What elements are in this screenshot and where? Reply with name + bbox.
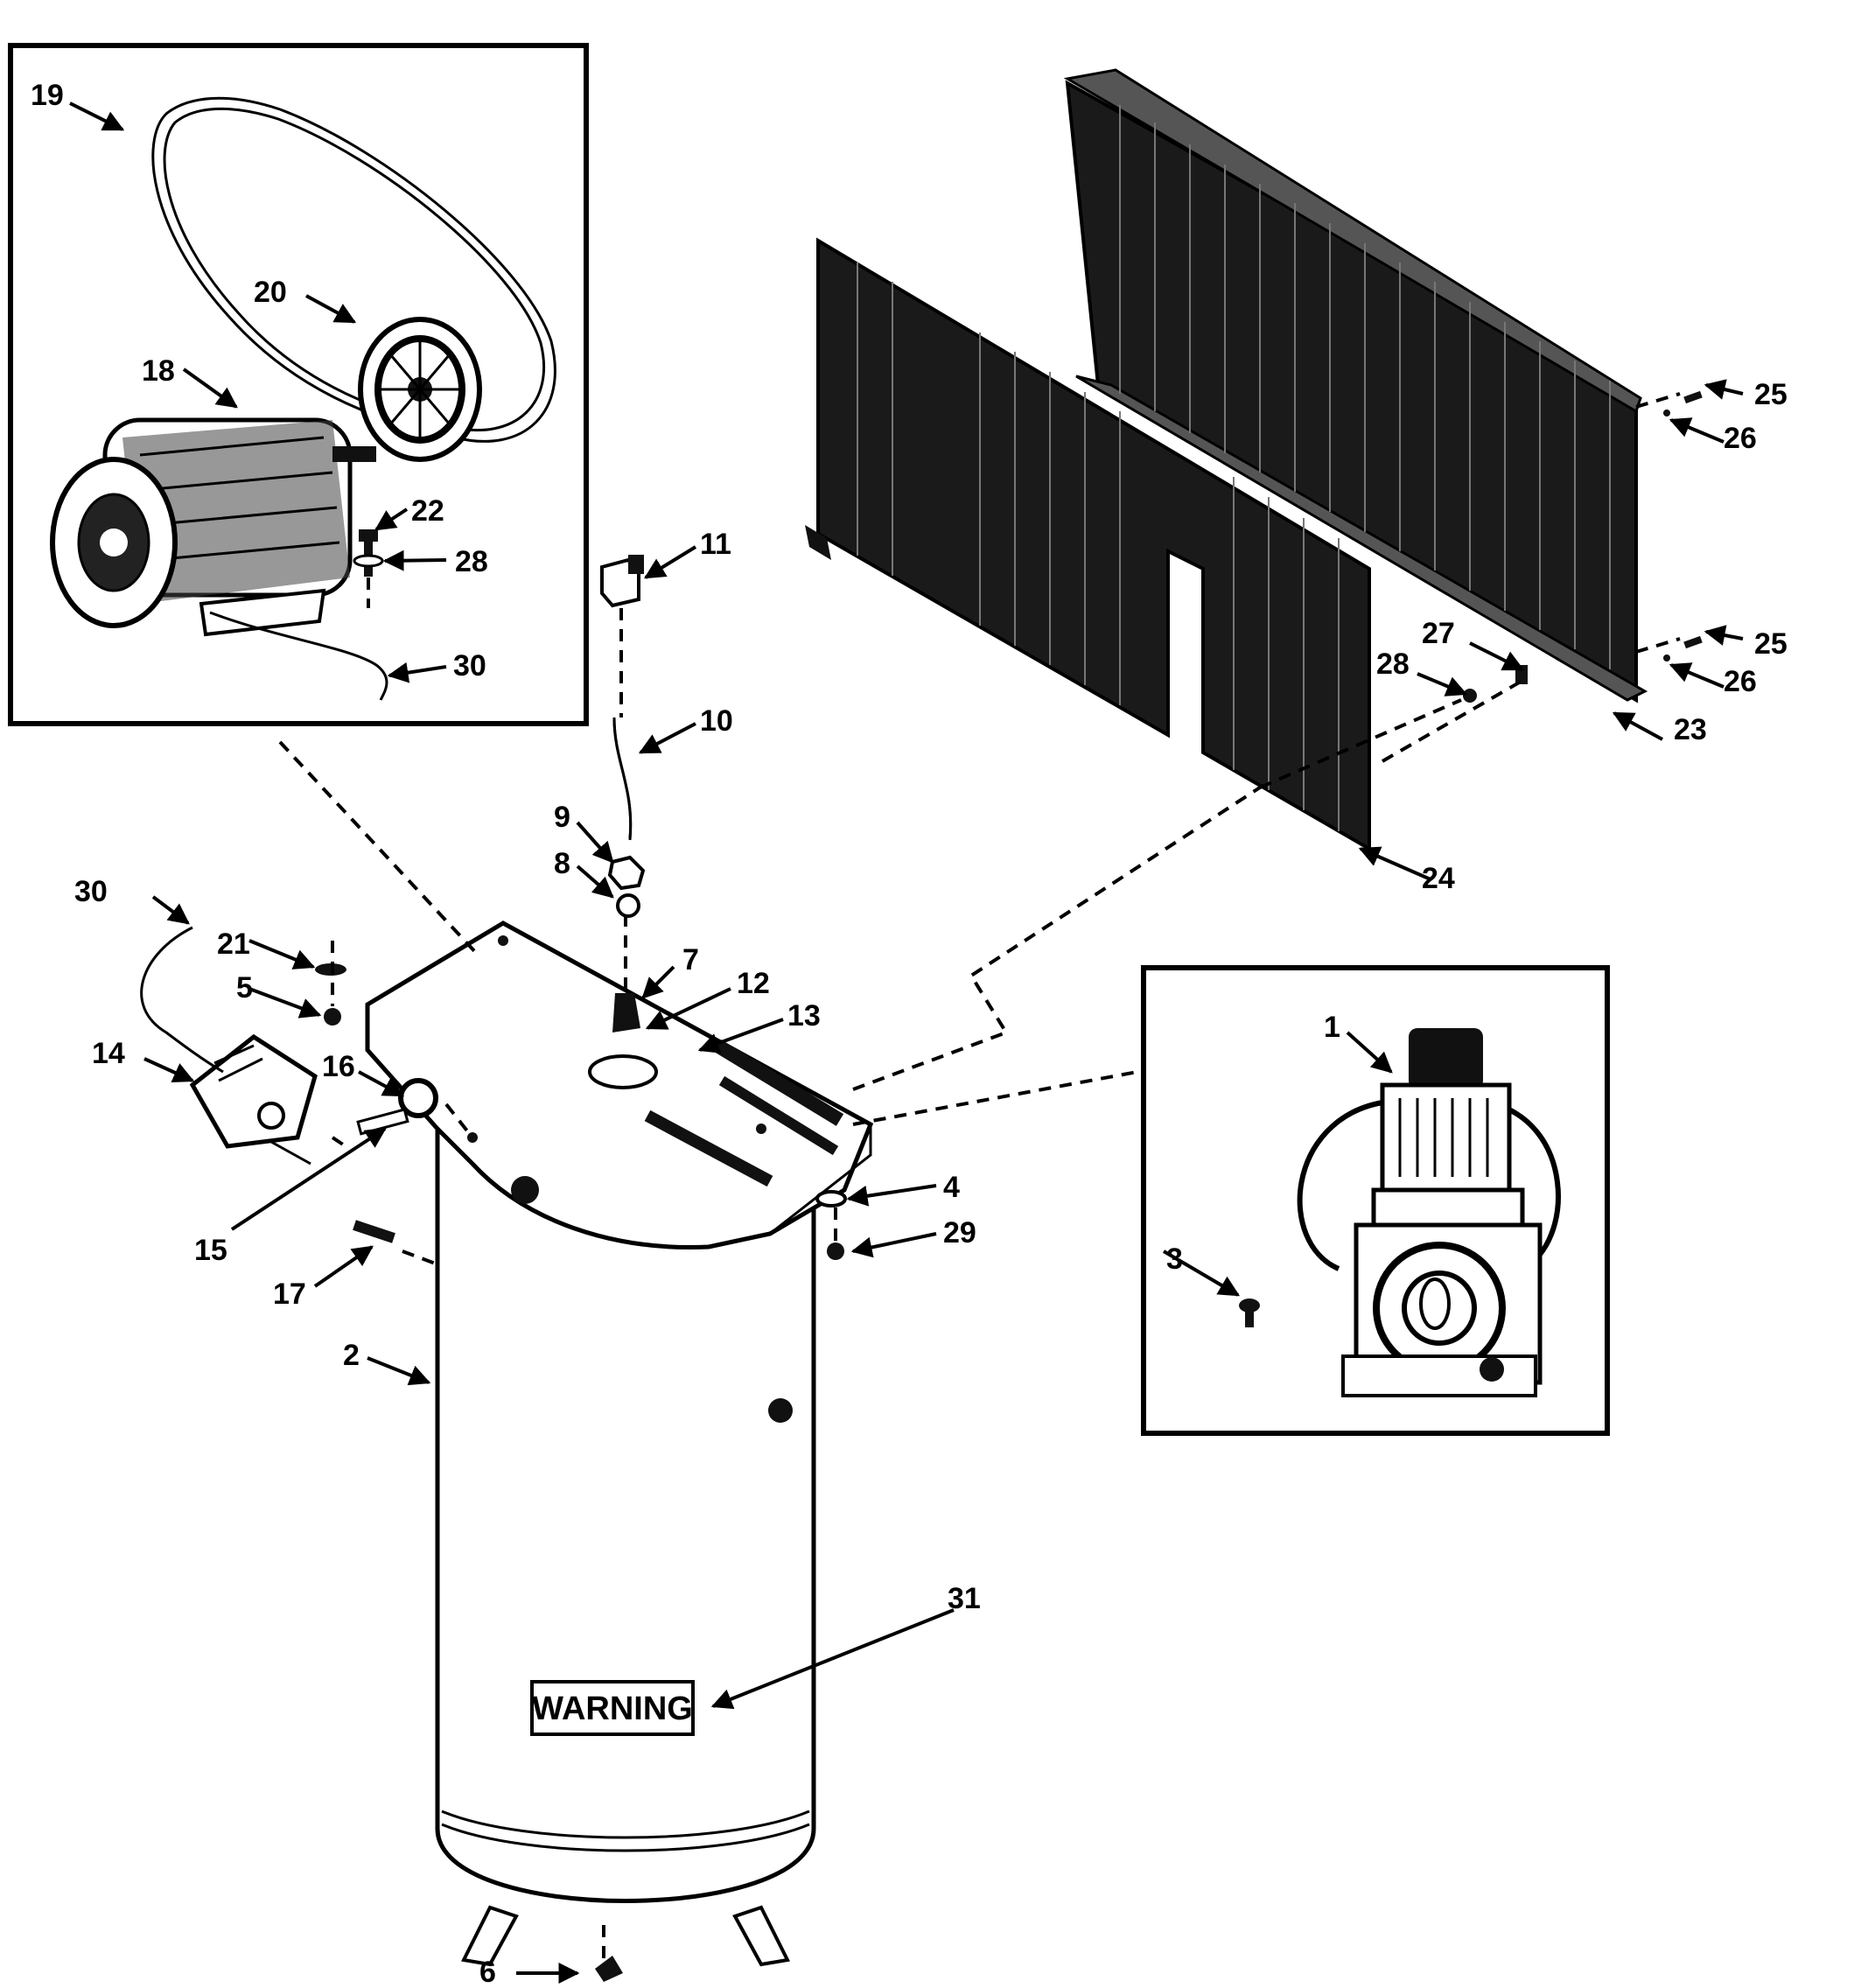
pump-inset-panel [1141,965,1610,1436]
label-29: 29 [943,1216,976,1250]
label-24: 24 [1422,862,1455,895]
label-12: 12 [737,967,770,1000]
guard-window [919,666,967,749]
label-8: 8 [554,847,570,880]
label-1: 1 [1324,1011,1340,1044]
label-26-top: 26 [1724,422,1757,455]
drive-belt [151,96,556,443]
label-6: 6 [479,1956,496,1988]
label-13: 13 [787,999,821,1032]
small-parts [140,390,1703,1982]
label-4: 4 [943,1171,960,1204]
label-28-guard: 28 [1376,648,1410,681]
label-23: 23 [1674,713,1707,746]
electric-motor [50,417,388,701]
warning-decal-text: WARNING [532,1690,693,1727]
label-30-tank: 30 [74,875,108,908]
assembly-lines [278,392,1681,1960]
pulley [358,317,482,462]
label-16: 16 [322,1050,355,1083]
label-28-motor: 28 [455,545,488,578]
label-22: 22 [411,494,444,528]
label-5: 5 [236,971,253,1004]
belt-guard [805,68,1648,852]
leader-arrows [69,102,1744,1984]
label-11: 11 [700,528,731,561]
label-9: 9 [554,801,570,834]
label-2: 2 [343,1339,360,1372]
motor-inset-panel [8,43,589,726]
motor-cord [209,611,388,701]
label-30-motor: 30 [453,649,486,682]
label-26-bottom: 26 [1724,665,1757,698]
label-10: 10 [700,704,733,738]
label-25-bottom: 25 [1754,627,1788,661]
label-17: 17 [273,1278,306,1311]
label-18: 18 [142,354,175,388]
pump-bolt [1239,1298,1260,1327]
label-19: 19 [31,79,64,112]
label-31: 31 [948,1582,981,1615]
label-15: 15 [194,1234,227,1267]
label-25-top: 25 [1754,378,1788,411]
label-27: 27 [1422,617,1455,650]
label-7: 7 [682,943,699,976]
warning-decal: WARNING [530,1680,695,1736]
motor-bolt [353,529,384,608]
label-3: 3 [1166,1242,1183,1276]
part-labels: 19 20 18 22 28 30 11 10 9 8 7 12 13 30 2… [31,79,1788,1988]
label-21: 21 [217,928,250,961]
compressor-pump [1297,1028,1561,1397]
label-20: 20 [254,276,287,309]
label-14: 14 [92,1037,125,1070]
tank-platform [365,920,874,1250]
